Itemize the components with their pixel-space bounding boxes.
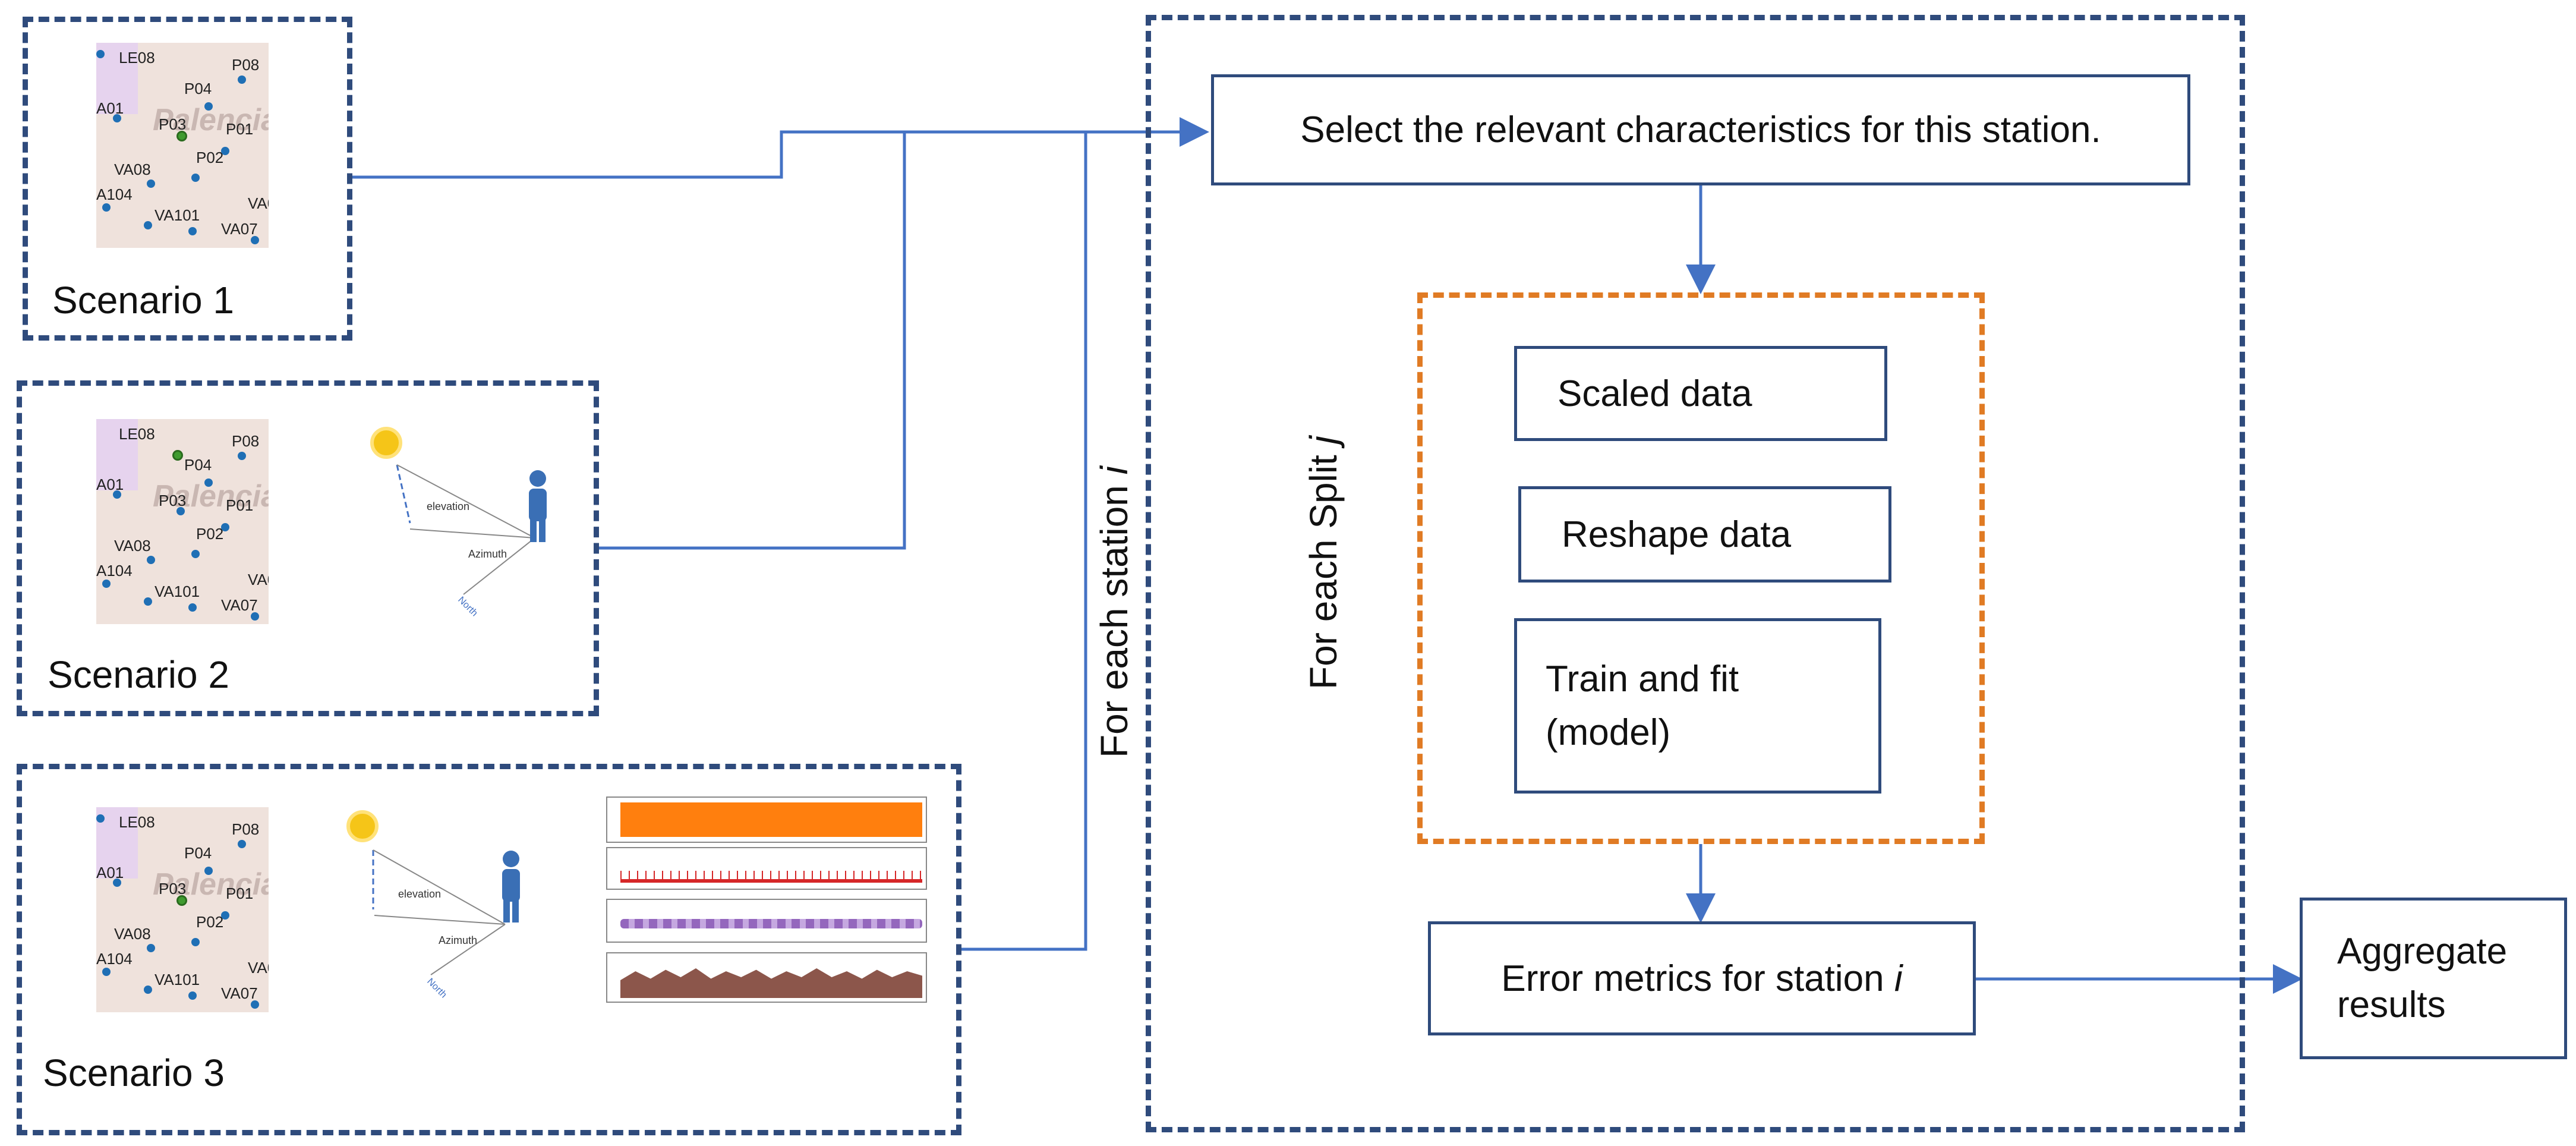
- scaled-data-box: Scaled data: [1514, 346, 1887, 441]
- svg-text:Azimuth: Azimuth: [468, 548, 507, 560]
- scenario-1-label: Scenario 1: [52, 279, 234, 322]
- scenario-1-frame: [23, 17, 352, 341]
- split-loop-label: For each Split j: [1302, 436, 1345, 690]
- aggregate-results-box: Aggregate results: [2300, 898, 2567, 1059]
- person-icon: [502, 851, 520, 923]
- scenario-2-label: Scenario 2: [48, 653, 229, 696]
- sun-icon: [370, 427, 402, 459]
- scenario-3-label: Scenario 3: [43, 1051, 225, 1094]
- svg-text:North: North: [456, 595, 480, 619]
- person-icon: [529, 470, 547, 542]
- split-loop-frame: [1417, 292, 1985, 844]
- reshape-data-box: Reshape data: [1518, 486, 1891, 583]
- wind-direction-plot: [606, 796, 927, 843]
- station-map: Palencia LE08 P08 P04 A01 P03 P01 P02 VA…: [96, 807, 269, 1012]
- sun-position-figure: elevation Azimuth North: [346, 810, 520, 1000]
- svg-text:Azimuth: Azimuth: [439, 934, 477, 946]
- station-loop-frame: [1146, 15, 2245, 1132]
- select-characteristics-box: Select the relevant characteristics for …: [1211, 74, 2190, 185]
- air-temperature-plot: [606, 899, 927, 943]
- svg-text:elevation: elevation: [398, 888, 441, 900]
- sun-position-figure: elevation Azimuth North: [370, 427, 547, 619]
- station-map: Palencia LE08 P08 P04 A01 P03 P01 P02 VA…: [96, 43, 269, 248]
- scenario-2-frame: [17, 380, 599, 716]
- station-loop-label: For each station i: [1093, 466, 1136, 758]
- svg-text:elevation: elevation: [427, 500, 469, 512]
- train-fit-box: Train and fit (model): [1514, 618, 1881, 794]
- station-map: Palencia LE08 P08 P04 A01 P03 P01 P02 VA…: [96, 419, 269, 624]
- scenario1-connector: [351, 117, 1209, 179]
- sun-icon: [346, 810, 379, 842]
- wind-speed-plot: [606, 952, 927, 1003]
- svg-text:North: North: [425, 977, 449, 1000]
- scenario2-connector: [597, 132, 906, 550]
- error-metrics-box: Error metrics for station i: [1428, 921, 1976, 1035]
- scenario3-connector: [957, 132, 1087, 951]
- precipitation-plot: [606, 847, 927, 890]
- scenario-3-frame: [17, 764, 961, 1135]
